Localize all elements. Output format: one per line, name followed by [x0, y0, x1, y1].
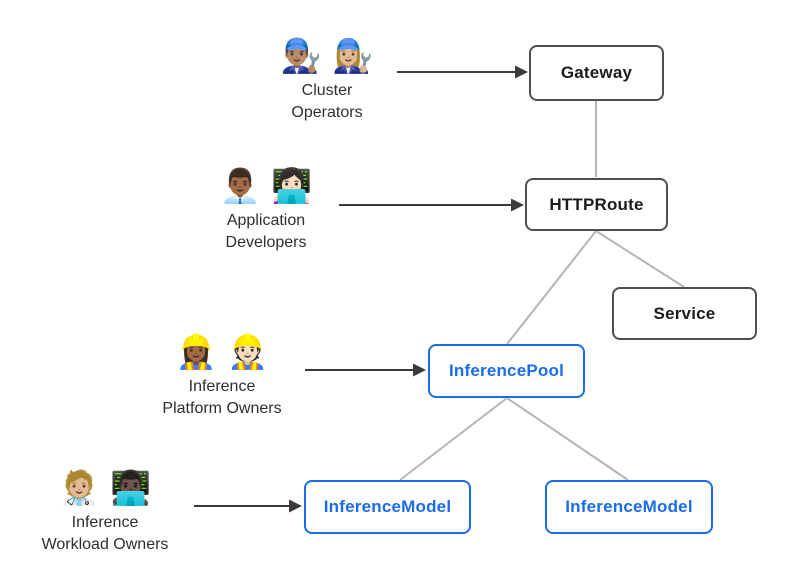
persona-label-line2: Operators: [291, 104, 363, 121]
edge-httproute-service: [595, 230, 685, 288]
persona-label-line2: Workload Owners: [41, 536, 169, 553]
persona-label-line2: Platform Owners: [162, 400, 282, 417]
node-service: Service: [612, 287, 757, 340]
persona-application-developers: 👨🏾‍💼 👩🏻‍💻 Application Developers: [166, 164, 366, 254]
persona-cluster-operators: 👨🏽‍🔧 👩🏼‍🔧 Cluster Operators: [227, 34, 427, 124]
edge-inferencepool-inferencemodel-left: [399, 397, 508, 481]
persona-label-line1: Cluster: [301, 82, 353, 99]
node-inferencemodel-left-label: InferenceModel: [323, 497, 452, 516]
node-inferencemodel-right: InferenceModel: [545, 480, 713, 534]
mechanic-people-icon: 👨🏽‍🔧 👩🏼‍🔧: [280, 36, 374, 75]
node-gateway-label: Gateway: [560, 63, 633, 82]
arrow-inference-workload-owners-inferencemodel: [194, 499, 302, 513]
node-inferencemodel-left: InferenceModel: [304, 480, 471, 534]
node-gateway: Gateway: [529, 45, 664, 101]
persona-label-line1: Application: [226, 212, 306, 229]
edge-inferencepool-inferencemodel-right: [506, 397, 629, 481]
persona-inference-platform-owners: 👷🏾‍♀️ 👷🏻 Inference Platform Owners: [122, 330, 322, 420]
node-inferencepool: InferencePool: [428, 344, 585, 398]
node-httproute: HTTPRoute: [525, 178, 668, 231]
developer-people-icon: 👨🏾‍💼 👩🏻‍💻: [219, 166, 313, 205]
persona-label-line1: Inference: [188, 378, 256, 395]
arrow-inference-platform-owners-inferencepool: [305, 363, 426, 377]
edge-httproute-inferencepool: [506, 230, 597, 345]
construction-worker-people-icon: 👷🏾‍♀️ 👷🏻: [175, 332, 269, 371]
node-inferencepool-label: InferencePool: [448, 361, 565, 380]
node-service-label: Service: [653, 303, 716, 323]
persona-label-line2: Developers: [225, 234, 307, 251]
persona-inference-workload-owners: 🧑🏼‍⚕️ 👨🏿‍💻 Inference Workload Owners: [5, 466, 205, 556]
workload-owner-people-icon: 🧑🏼‍⚕️ 👨🏿‍💻: [58, 468, 152, 507]
arrow-application-developers-httproute: [339, 198, 524, 212]
persona-label-line1: Inference: [71, 514, 139, 531]
node-httproute-label: HTTPRoute: [549, 194, 644, 214]
node-inferencemodel-right-label: InferenceModel: [565, 497, 693, 516]
